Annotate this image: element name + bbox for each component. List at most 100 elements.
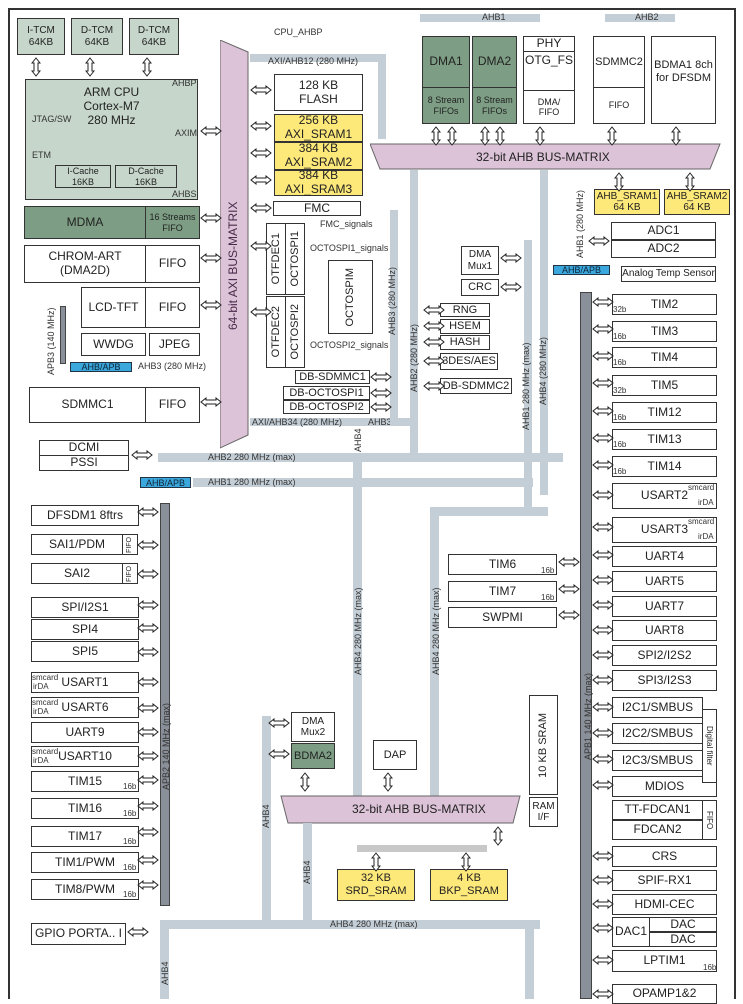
- usart10-block: USART10: [31, 746, 139, 767]
- axi-ahb34-label: AXI/AHB34 (280 MHz): [252, 417, 343, 427]
- connector-arrow-icon: [131, 450, 153, 460]
- connector-arrow-icon: [250, 148, 272, 158]
- gpio-block: GPIO PORTA.. I: [31, 923, 126, 945]
- connector-arrow-icon: [250, 175, 272, 185]
- ahb4-mid-hbus: [430, 507, 548, 516]
- connector-arrow-icon: [614, 172, 624, 192]
- tim12-block: TIM12: [612, 402, 717, 423]
- connector-arrow-icon: [370, 402, 392, 412]
- mdma-fifo-block: 16 Streams FIFO: [145, 206, 200, 239]
- tim17-bits: 16b: [123, 837, 137, 846]
- ahb3-short-label: AHB3: [368, 417, 392, 427]
- connector-arrow-icon: [535, 126, 545, 146]
- connector-arrow-icon: [137, 623, 159, 633]
- db-sdmmc1-block: DB-SDMMC1: [295, 370, 370, 384]
- axi-bus-matrix-shape: [220, 40, 249, 449]
- connector-arrow-icon: [592, 575, 614, 585]
- adc2-block: ADC2: [611, 240, 716, 258]
- fdcan2-block: FDCAN2: [612, 820, 703, 840]
- otg-label: OTG_FS: [524, 52, 573, 67]
- connector-arrow-icon: [447, 126, 457, 146]
- dma1-fifo-block: 8 Stream FIFOs: [422, 87, 470, 124]
- connector-arrow-icon: [592, 754, 614, 764]
- connector-arrow-icon: [31, 57, 41, 77]
- usart1-smcard: smcard: [32, 673, 59, 682]
- connector-arrow-icon: [137, 880, 159, 890]
- connector-arrow-icon: [431, 126, 441, 146]
- ahb4-srd-vlabel-2: AHB4: [302, 860, 312, 884]
- ahb2-vbus: [410, 170, 418, 460]
- hdmi-cec-block: HDMI-CEC: [612, 894, 717, 915]
- axi-sram1-block: 256 KB AXI_SRAM1: [274, 113, 363, 142]
- connector-arrow-icon: [592, 851, 614, 861]
- tim5-block: TIM5: [612, 375, 717, 396]
- connector-arrow-icon: [592, 989, 614, 999]
- connector-arrow-icon: [127, 927, 149, 937]
- connector-arrow-icon: [85, 57, 95, 77]
- ahb2-280-label: AHB2 280 MHz (max): [208, 452, 296, 462]
- axi-bus-matrix-label: 64-bit AXI BUS-MATRIX: [226, 201, 240, 330]
- sdmmc1-block: SDMMC1: [29, 387, 146, 423]
- usart6-irda: irDA: [33, 707, 49, 716]
- connector-arrow-icon: [137, 569, 159, 579]
- sdmmc1-fifo-block: FIFO: [145, 387, 200, 423]
- fmc-signals-label: FMC_signals: [320, 219, 373, 229]
- wwdg-block: WWDG: [81, 333, 146, 356]
- connector-arrow-icon: [592, 433, 614, 443]
- itcm-block: I-TCM 64KB: [17, 18, 65, 55]
- connector-arrow-icon: [592, 460, 614, 470]
- lcd-fifo-block: FIFO: [145, 287, 200, 328]
- connector-arrow-icon: [137, 751, 159, 761]
- tim13-bits: 16b: [613, 440, 627, 449]
- tim5-bits: 32b: [613, 386, 627, 395]
- otg-fifo-label: DMA/ FIFO: [524, 89, 574, 118]
- lcd-tft-block: LCD-TFT: [81, 287, 146, 328]
- ahb-apb-bridge-2: AHB/APB: [140, 477, 191, 488]
- connector-arrow-icon: [592, 780, 614, 790]
- connector-arrow-icon: [592, 650, 614, 660]
- ahb4-srd-vbus-1: [262, 716, 271, 926]
- usart3-irda: irDA: [698, 532, 714, 541]
- tim16-bits: 16b: [123, 809, 137, 818]
- icache-block: I-Cache 16KB: [55, 165, 111, 188]
- dcache-block: D-Cache 16KB: [115, 165, 177, 188]
- rng-block: RNG: [440, 303, 490, 317]
- sai1-pdm-block: SAI1/PDM: [31, 534, 123, 555]
- connector-arrow-icon: [250, 121, 272, 131]
- flash-block: 128 KB FLASH: [274, 74, 363, 111]
- connector-arrow-icon: [500, 253, 522, 263]
- i2c3-smbus-block: I2C3/SMBUS: [612, 750, 703, 771]
- outer-frame: [8, 8, 736, 999]
- connector-arrow-icon: [250, 203, 272, 213]
- octospi2-block: OCTOSPI2: [285, 296, 305, 368]
- connector-arrow-icon: [370, 372, 392, 382]
- dap-block: DAP: [373, 740, 417, 770]
- sdmmc2-block: SDMMC2: [593, 36, 645, 88]
- axim-label: AXIM: [175, 128, 198, 138]
- ahb3-vlabel: AHB3 (280 MHz): [387, 266, 397, 335]
- tim4-bits: 16b: [613, 358, 627, 367]
- connector-arrow-icon: [588, 236, 610, 246]
- dtcm1-block: D-TCM 64KB: [71, 18, 123, 55]
- ahb4-mid-vbus-1: [353, 462, 362, 797]
- ahb4-bottom-vlabel: AHB4: [160, 961, 170, 985]
- tim8-pwm-bits: 16b: [123, 890, 137, 899]
- connector-arrow-icon: [200, 126, 222, 136]
- ahb2-label: AHB2: [635, 12, 659, 22]
- ahb4-bottom-right-vbus: [525, 920, 534, 999]
- bdma2-block: BDMA2: [291, 743, 335, 769]
- usart10-smcard: smcard: [32, 747, 59, 756]
- connector-arrow-icon: [137, 855, 159, 865]
- dac-ch1-block: DAC: [649, 917, 717, 932]
- connector-arrow-icon: [592, 702, 614, 712]
- connector-arrow-icon: [493, 826, 503, 846]
- tim3-block: TIM3: [612, 321, 717, 342]
- sai2-fifo-label: FIFO: [125, 565, 133, 582]
- ahb3-label: AHB3 (280 MHz): [138, 361, 207, 371]
- ahb4-bottom-left-vbus: [160, 920, 169, 999]
- ahbp-label: AHBP: [172, 78, 197, 88]
- connector-arrow-icon: [592, 351, 614, 361]
- tim12-bits: 16b: [613, 413, 627, 422]
- octospi1-block: OCTOSPI1: [285, 223, 305, 295]
- axi-ahb34-bus: [250, 418, 410, 426]
